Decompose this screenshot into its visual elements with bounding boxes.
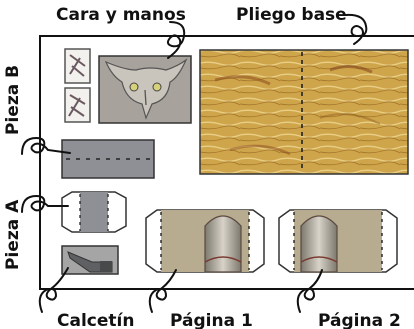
sock-piece <box>61 245 119 275</box>
leader-calcetin <box>38 267 69 313</box>
face-hands-piece <box>98 55 192 124</box>
thumbnail-top <box>64 48 91 84</box>
label-pieza-b: Pieza B <box>3 65 23 135</box>
label-pliego-base: Pliego base <box>236 5 347 25</box>
leader-pieza-a <box>21 194 69 213</box>
label-pieza-a: Pieza A <box>3 199 23 270</box>
page-2-piece <box>278 209 398 273</box>
page-1-piece <box>145 209 265 273</box>
sheet-outline <box>39 35 414 290</box>
leader-pagina-2 <box>296 269 323 313</box>
parchment-base-sheet <box>199 49 409 175</box>
leader-pagina-1 <box>148 269 177 313</box>
label-calcetin: Calcetín <box>57 311 134 329</box>
leader-cara-y-manos <box>166 21 186 59</box>
label-pagina-2: Página 2 <box>318 311 401 329</box>
leader-pieza-b <box>21 136 71 155</box>
label-cara-y-manos: Cara y manos <box>56 5 186 25</box>
leader-pliego-base <box>345 13 368 45</box>
label-pagina-1: Página 1 <box>170 311 253 329</box>
thumbnail-bottom <box>64 87 91 123</box>
piece-a-shape <box>61 191 127 233</box>
piece-b-gray <box>61 139 155 179</box>
